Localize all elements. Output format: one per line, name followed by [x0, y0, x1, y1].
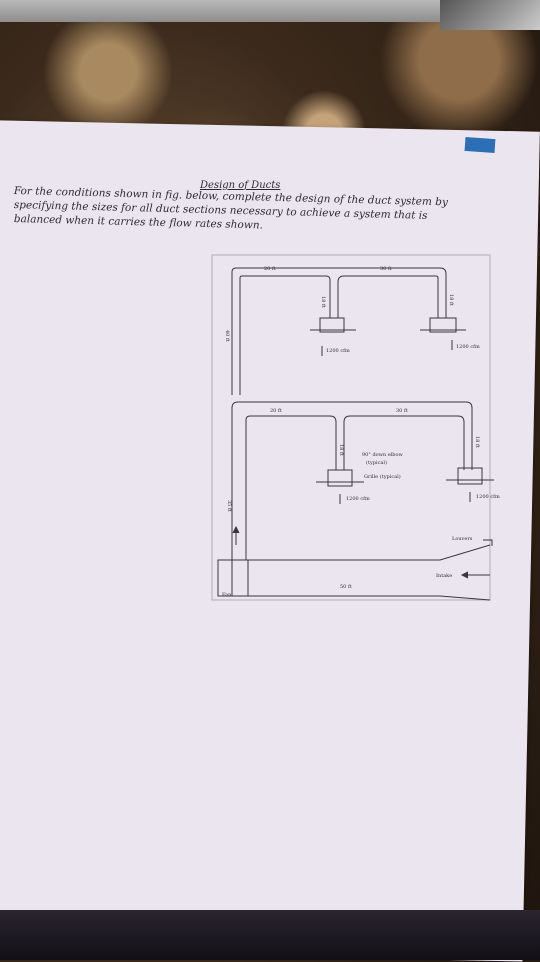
lower-right-grille — [457, 467, 483, 485]
lower-left-length: 20 ft — [270, 408, 282, 414]
upper-duct-inner-left — [239, 275, 331, 395]
intake-duct-top — [218, 544, 491, 561]
upper-left-grille — [319, 317, 345, 333]
fan-box — [217, 559, 249, 597]
upper-left-flow: 1200 cfm — [326, 348, 350, 354]
bottom-length: 50 ft — [340, 584, 352, 590]
document-title: Design of Ducts — [200, 180, 281, 191]
upper-right-flow: 1200 cfm — [456, 344, 480, 350]
frame-corner — [440, 0, 540, 30]
lower-duct-inner-left — [245, 415, 337, 560]
lower-right-length: 30 ft — [396, 408, 408, 414]
riser-upper-length: 40 ft — [224, 330, 230, 342]
lower-left-grille — [327, 469, 353, 487]
lower-right-flow: 1200 cfm — [476, 494, 500, 500]
upper-duct-outer — [231, 267, 447, 395]
diagram-border — [211, 254, 491, 601]
elbow-note-line-2: (typical) — [366, 459, 387, 466]
intake-duct-bottom — [218, 595, 491, 601]
elbow-note-line-1: 90° down elbow — [362, 452, 404, 458]
lower-duct-outer — [231, 401, 473, 560]
window-frame — [0, 0, 540, 22]
upper-right-length: 30 ft — [380, 266, 392, 272]
louvers-label: Louvers — [452, 536, 473, 542]
intake-label: Intake — [436, 573, 452, 579]
grille-note: Grille (typical) — [364, 473, 401, 480]
upper-duct-inner-right — [337, 275, 439, 318]
lower-duct-inner-right — [343, 415, 465, 470]
upper-right-grille — [429, 317, 457, 333]
riser-lower-length: 35 ft — [226, 500, 232, 512]
lower-drop-right: 18 ft — [474, 436, 480, 448]
upper-left-length: 20 ft — [264, 266, 276, 272]
lower-left-flow: 1200 cfm — [346, 496, 370, 502]
upper-drop-left: 18 ft — [320, 296, 326, 308]
lower-drop-left: 18 ft — [338, 444, 344, 456]
upper-drop-right: 18 ft — [448, 294, 454, 306]
table-edge-shadow — [0, 910, 540, 960]
fan-label: Fan — [222, 592, 232, 598]
